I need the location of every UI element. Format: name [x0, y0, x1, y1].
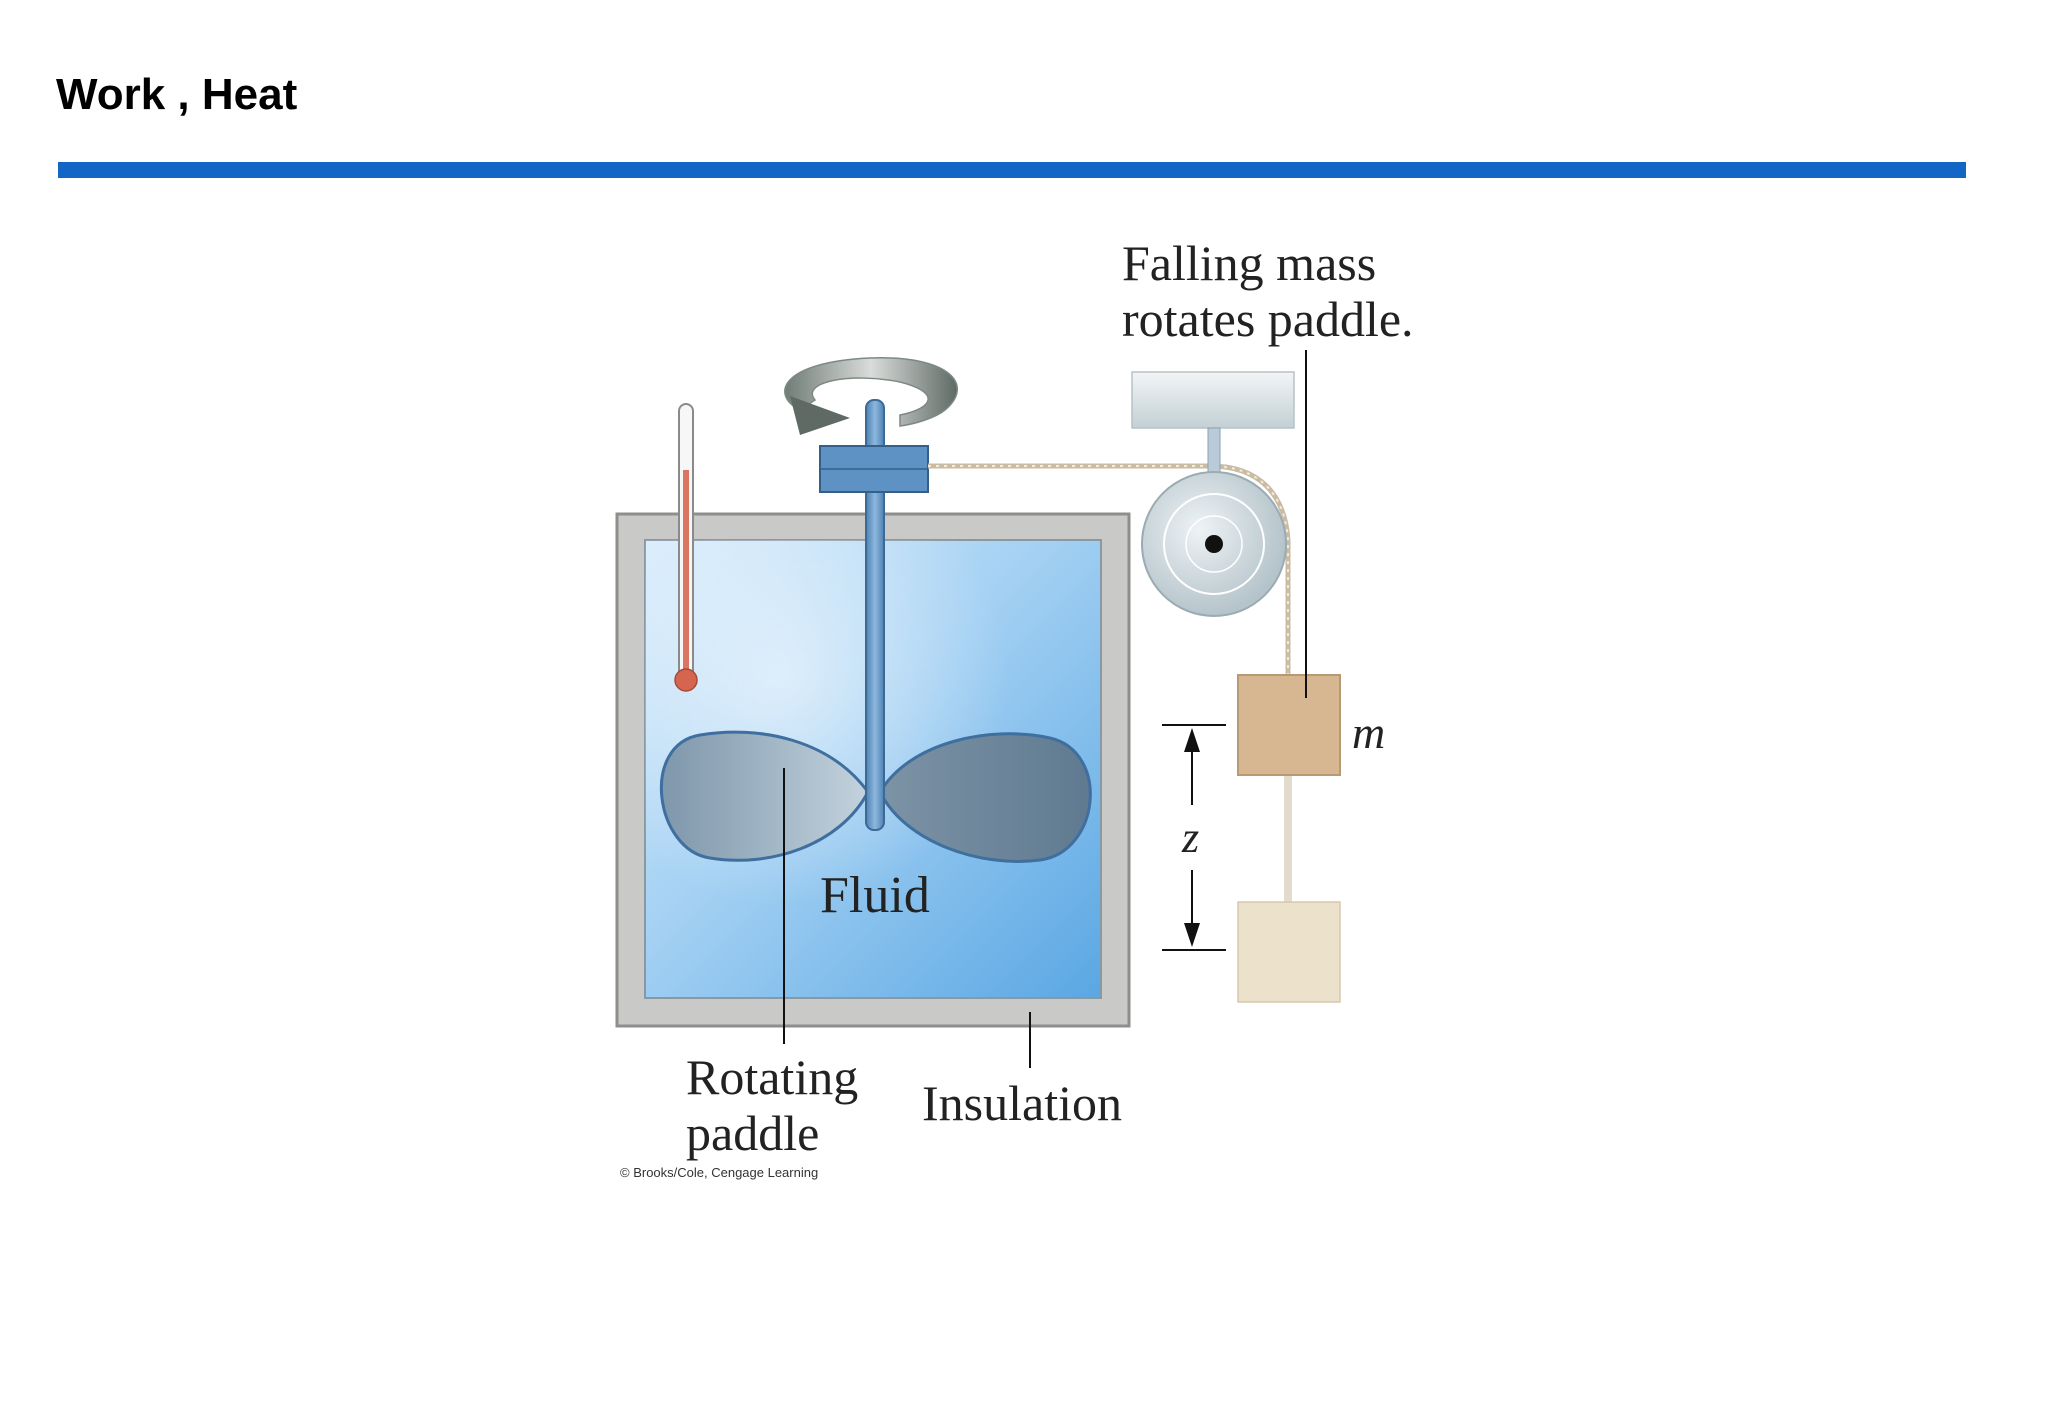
label-insulation: Insulation	[922, 1075, 1122, 1131]
label-mass: m	[1352, 707, 1385, 758]
rotation-arrow-icon	[784, 357, 958, 435]
slide-title: Work , Heat	[56, 70, 298, 119]
label-rotating-paddle-line2: paddle	[686, 1105, 819, 1161]
label-falling-mass-line1: Falling mass	[1122, 235, 1376, 291]
lowered-mass-position	[1237, 901, 1341, 1003]
label-falling-mass-line2: rotates paddle.	[1122, 291, 1414, 347]
title-divider	[58, 162, 1966, 178]
pulley	[1141, 471, 1287, 617]
height-dimension	[1162, 724, 1226, 951]
label-height: z	[1181, 813, 1199, 862]
thermometer	[674, 403, 698, 692]
pulley-support	[1131, 371, 1295, 429]
paddle-shaft	[865, 399, 885, 831]
falling-mass	[1237, 674, 1341, 776]
label-fluid: Fluid	[820, 867, 930, 924]
label-rotating-paddle-line1: Rotating	[686, 1049, 858, 1105]
rotating-paddle	[659, 730, 1092, 863]
copyright-credit: © Brooks/Cole, Cengage Learning	[620, 1165, 818, 1180]
